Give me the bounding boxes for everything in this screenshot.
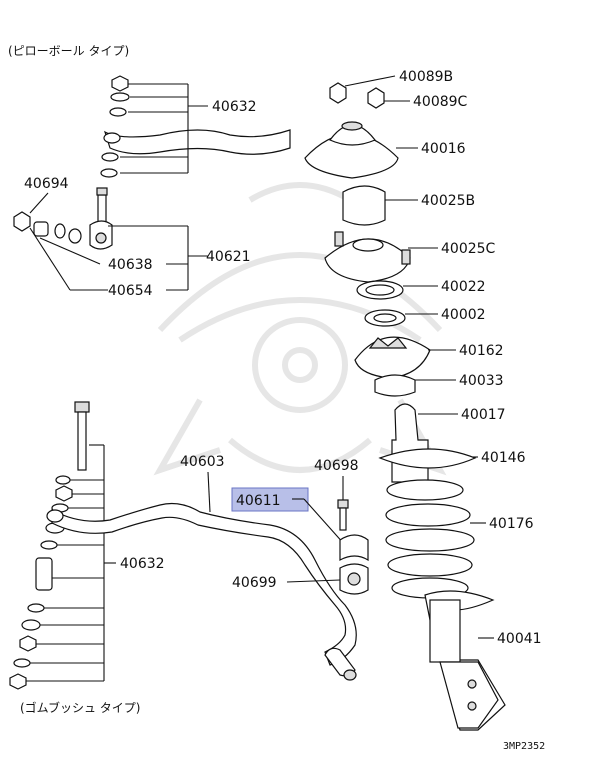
leaders-right — [344, 75, 494, 639]
leader-40638-40654 — [29, 227, 188, 291]
part-label-40017[interactable]: 40017 — [461, 407, 506, 423]
stabilizer-bar-segment-top — [103, 129, 291, 155]
bushing-40638 — [33, 221, 49, 237]
leader-40603 — [207, 471, 211, 513]
dust-cover-40017 — [391, 403, 429, 483]
part-label-40002[interactable]: 40002 — [441, 307, 486, 323]
part-label-40025c[interactable]: 40025C — [441, 241, 496, 257]
part-label-40698[interactable]: 40698 — [314, 458, 359, 474]
part-label-40603[interactable]: 40603 — [180, 454, 225, 470]
coil-spring-40176 — [385, 479, 475, 599]
leader-40611 — [303, 498, 346, 546]
part-label-40611[interactable]: 40611 — [236, 493, 281, 509]
pillow-ball-type-label: (ピローボール タイプ) — [8, 44, 129, 58]
nut-40089b — [329, 82, 347, 104]
part-label-40632-top[interactable]: 40632 — [212, 99, 257, 115]
drawing-code: 3MP2352 — [503, 741, 545, 752]
part-label-40699[interactable]: 40699 — [232, 575, 277, 591]
part-label-40025b[interactable]: 40025B — [421, 193, 475, 209]
leader-40621 — [108, 225, 208, 290]
washer-40654 — [54, 223, 66, 239]
stabilizer-bracket-40611 — [339, 534, 369, 562]
spring-plate-40146 — [378, 448, 477, 469]
leader-40632-top — [120, 83, 208, 174]
part-label-40016[interactable]: 40016 — [421, 141, 466, 157]
leader-40632-bottom — [26, 444, 116, 682]
strut-assembly — [304, 82, 506, 731]
part-label-40089b[interactable]: 40089B — [399, 69, 453, 85]
stabilizer-link-40621 — [89, 187, 113, 250]
part-label-40694[interactable]: 40694 — [24, 176, 69, 192]
part-label-40621[interactable]: 40621 — [206, 249, 251, 265]
nut-40694 — [13, 211, 31, 232]
leader-40699 — [286, 579, 341, 583]
highlight-40611-box — [231, 487, 309, 512]
bracket-bolt-40698 — [337, 499, 349, 531]
part-label-40089c[interactable]: 40089C — [413, 94, 468, 110]
nut-40089c — [367, 87, 385, 109]
part-label-40162[interactable]: 40162 — [459, 343, 504, 359]
part-label-40041[interactable]: 40041 — [497, 631, 542, 647]
part-label-40022[interactable]: 40022 — [441, 279, 486, 295]
part-label-40146[interactable]: 40146 — [481, 450, 526, 466]
part-label-40176[interactable]: 40176 — [489, 516, 534, 532]
leader-40694 — [29, 192, 49, 214]
part-label-40033[interactable]: 40033 — [459, 373, 504, 389]
stabilizer-link-hardware-bottom — [9, 401, 90, 690]
part-label-40632-bottom[interactable]: 40632 — [120, 556, 165, 572]
rubber-bush-type-label: (ゴムブッシュ タイプ) — [20, 700, 140, 715]
mount-rubber-40025b — [342, 185, 386, 226]
stabilizer-bar-40603 — [51, 502, 357, 666]
stabilizer-link-hardware-top — [100, 75, 130, 178]
bump-stopper-40033 — [374, 374, 416, 397]
part-label-40638[interactable]: 40638 — [108, 257, 153, 273]
watermark-helmet-icon — [153, 182, 447, 476]
part-label-40654[interactable]: 40654 — [108, 283, 153, 299]
